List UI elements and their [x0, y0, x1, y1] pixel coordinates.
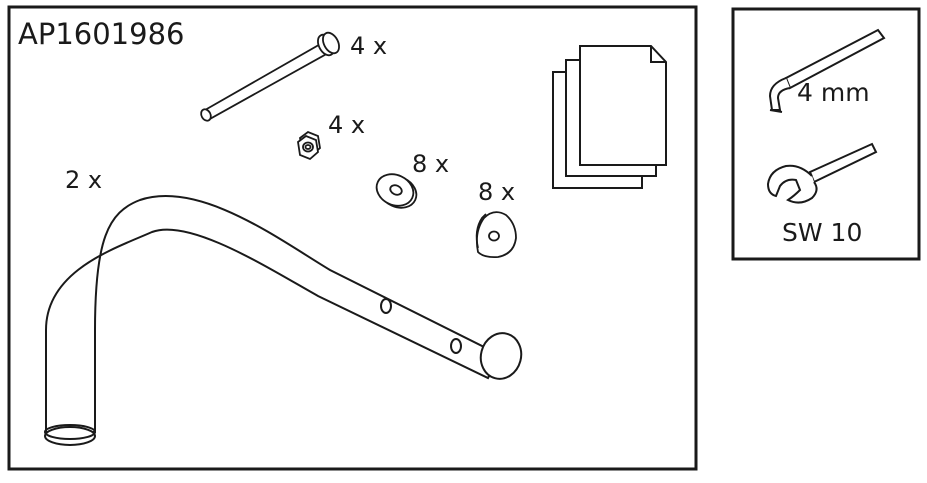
nut-quantity: 4 x [328, 111, 365, 139]
bent-tube-icon [44, 195, 523, 446]
bolt-quantity: 4 x [350, 32, 387, 60]
wrench-size: SW 10 [782, 218, 862, 247]
documents-icon [552, 45, 667, 189]
hex-key-size: 4 mm [797, 78, 870, 107]
washer-icon [375, 173, 418, 209]
nut-icon [297, 130, 321, 161]
spacer-quantity: 8 x [478, 178, 515, 206]
bolt-icon [200, 31, 340, 122]
tools-panel-frame [731, 7, 921, 261]
spacer-icon [475, 211, 517, 259]
hex-key-icon [768, 28, 886, 113]
part-number: AP1601986 [18, 17, 184, 51]
wrench-icon [766, 142, 878, 204]
washer-quantity: 8 x [412, 150, 449, 178]
tube-quantity: 2 x [65, 166, 102, 194]
